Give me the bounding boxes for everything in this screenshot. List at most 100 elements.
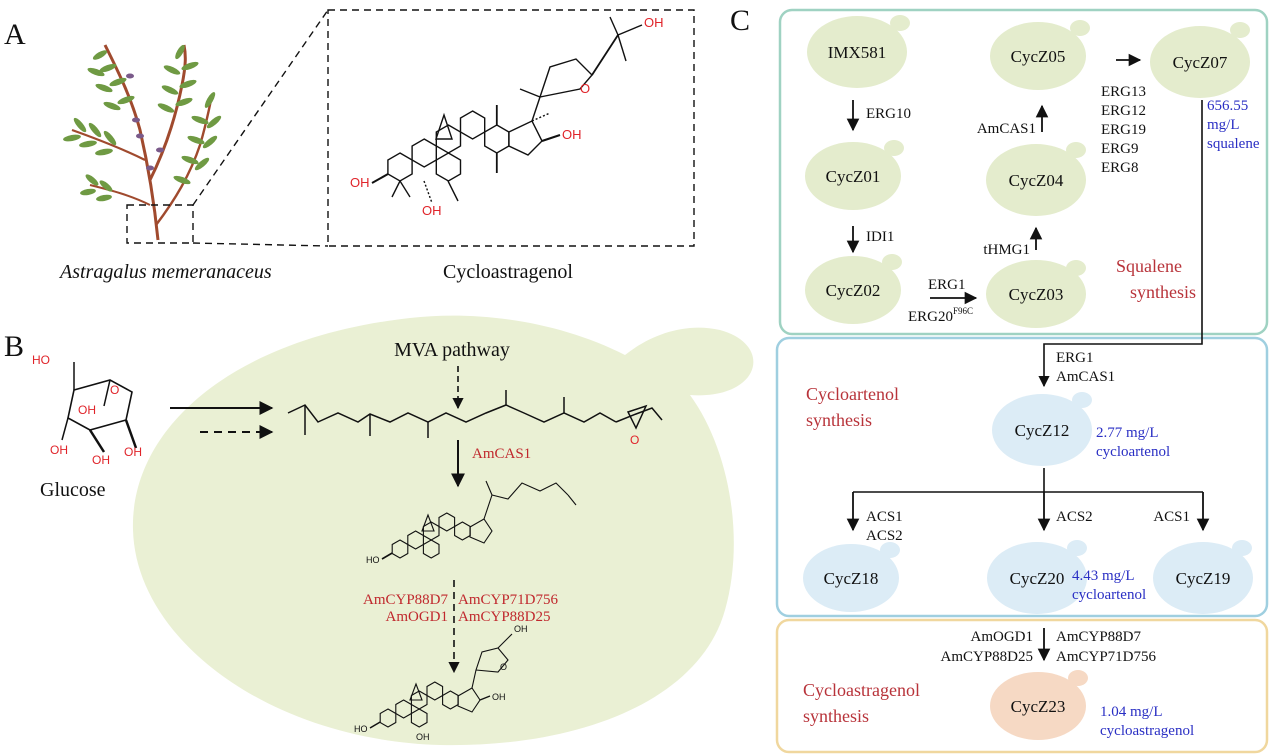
panel-a: A <box>4 9 695 283</box>
connector-z07-to-z12 <box>1038 100 1203 388</box>
strain-cycz03: CycZ03 <box>1009 285 1064 304</box>
strain-cycz01: CycZ01 <box>826 167 881 186</box>
gene-amcas1-upper: AmCAS1 <box>977 121 1036 137</box>
product-oh-label-16: OH <box>492 692 506 702</box>
gene-acs2-z18: ACS2 <box>866 528 903 544</box>
titer-z12-product: cycloartenol <box>1096 444 1170 460</box>
section-cycloastragenol-line1: Cycloastragenol <box>803 680 920 700</box>
gene-erg19: ERG19 <box>1101 122 1146 138</box>
glucose-ring-o-label: O <box>110 383 119 397</box>
strain-cycz02: CycZ02 <box>826 281 881 300</box>
titer-z20-product: cycloartenol <box>1072 587 1146 603</box>
cycloartenol-structure: HO <box>366 480 577 565</box>
section-squalene-line2: synthesis <box>1130 282 1196 302</box>
cell-cycz04: CycZ04 <box>986 142 1086 216</box>
strain-cycz19: CycZ19 <box>1176 569 1231 588</box>
panel-a-letter: A <box>4 18 26 51</box>
cell-cycz19: CycZ19 <box>1153 540 1253 614</box>
enzyme-right-1: AmCYP71D756 <box>458 592 559 608</box>
cell-cycz23: CycZ23 <box>990 670 1088 740</box>
enzyme-right-2: AmCYP88D25 <box>458 609 551 625</box>
glucose-oh-label-2: OH <box>50 443 68 457</box>
titer-z23-value: 1.04 mg/L <box>1100 704 1163 720</box>
strain-cycz23: CycZ23 <box>1011 697 1066 716</box>
gene-erg10: ERG10 <box>866 106 911 122</box>
cycloastragenol-section-box <box>775 618 1269 754</box>
titer-z12-value: 2.77 mg/L <box>1096 425 1159 441</box>
cell-cycz03: CycZ03 <box>986 260 1086 328</box>
strain-cycz12: CycZ12 <box>1015 421 1070 440</box>
gene-thmg1: tHMG1 <box>983 242 1030 258</box>
ring-oxygen-label: O <box>580 81 590 96</box>
strain-cycz04: CycZ04 <box>1009 171 1064 190</box>
oh-label-3: OH <box>350 175 370 190</box>
compound-name-label: Cycloastragenol <box>443 261 573 283</box>
gene-amogd1: AmOGD1 <box>971 629 1034 645</box>
panel-b-letter: B <box>4 330 24 363</box>
product-oh-label-6: OH <box>416 732 430 742</box>
amcas1-enzyme-label: AmCAS1 <box>472 446 531 462</box>
gene-erg9: ERG9 <box>1101 141 1139 157</box>
titer-z07-value: 656.55 <box>1207 98 1248 114</box>
gene-erg20: ERG20F96C <box>908 306 973 325</box>
section-cycloartenol-line2: synthesis <box>806 410 872 430</box>
cell-cycz07: CycZ07 <box>1150 22 1250 98</box>
glucose-oh-label-1: OH <box>78 403 96 417</box>
titer-z23-product: cycloastragenol <box>1100 723 1194 739</box>
product-ring-o-label: O <box>500 662 507 672</box>
product-oh-label-25: OH <box>514 624 528 634</box>
strain-cycz05: CycZ05 <box>1011 47 1066 66</box>
cycloartenol-section-box <box>775 336 1269 618</box>
panel-c: C IMX581 CycZ05 CycZ07 CycZ01 Cyc <box>730 4 1269 754</box>
gene-acs1-z18: ACS1 <box>866 509 903 525</box>
squalene-section-box <box>778 8 1269 336</box>
enzyme-left-2: AmOGD1 <box>386 609 449 625</box>
yeast-cell-background <box>132 315 754 746</box>
strain-cycz07: CycZ07 <box>1173 53 1228 72</box>
enzyme-left-1: AmCYP88D7 <box>363 592 449 608</box>
cell-cycz01: CycZ01 <box>805 140 904 210</box>
section-cycloastragenol-line2: synthesis <box>803 706 869 726</box>
gene-erg12: ERG12 <box>1101 103 1146 119</box>
titer-z07-product: squalene <box>1207 136 1260 152</box>
glucose-oh-label-4: OH <box>124 445 142 459</box>
strain-cycz18: CycZ18 <box>824 569 879 588</box>
cell-cycz02: CycZ02 <box>805 254 902 324</box>
cell-cycz05: CycZ05 <box>990 20 1090 90</box>
oh-label-16: OH <box>562 127 582 142</box>
cycloastragenol-product-structure: HO OH OH OH O <box>354 624 528 742</box>
titer-z07-unit: mg/L <box>1207 117 1240 133</box>
strain-imx581: IMX581 <box>828 43 887 62</box>
epoxide-o-label: O <box>630 433 639 447</box>
panel-c-letter: C <box>730 4 750 37</box>
glucose-label: Glucose <box>40 479 106 501</box>
panel-b: B HO OH OH OH OH O Glucose MVA pathway <box>4 315 754 746</box>
gene-amcas1-z12: AmCAS1 <box>1056 369 1115 385</box>
mva-pathway-label: MVA pathway <box>394 339 510 361</box>
gene-erg20-base: ERG20 <box>908 309 953 325</box>
cell-cycz18: CycZ18 <box>803 542 900 612</box>
cycloartenol-ho-label: HO <box>366 555 380 565</box>
glucose-oh-label-3: OH <box>92 453 110 467</box>
cell-cycz20: CycZ20 <box>987 540 1087 614</box>
titer-z20-value: 4.43 mg/L <box>1072 568 1135 584</box>
gene-erg8: ERG8 <box>1101 160 1139 176</box>
strain-cycz20: CycZ20 <box>1010 569 1065 588</box>
oh-label-25: OH <box>644 15 664 30</box>
glucose-ho-label: HO <box>32 353 50 367</box>
astragalus-plant-illustration <box>63 44 222 241</box>
gene-amcyp71d756: AmCYP71D756 <box>1056 649 1157 665</box>
gene-erg13: ERG13 <box>1101 84 1146 100</box>
oxidosqualene-structure: O <box>287 390 663 447</box>
gene-erg20-superscript: F96C <box>953 306 973 316</box>
cell-cycz12: CycZ12 <box>992 392 1092 466</box>
gene-amcyp88d25: AmCYP88D25 <box>940 649 1033 665</box>
root-zoom-box <box>126 204 194 244</box>
structure-zoom-box <box>327 9 695 247</box>
gene-erg1-z12: ERG1 <box>1056 350 1094 366</box>
section-squalene-line1: Squalene <box>1116 256 1182 276</box>
gene-amcyp88d7: AmCYP88D7 <box>1056 629 1142 645</box>
product-ho-label: HO <box>354 724 368 734</box>
cycloastragenol-structure: OH OH OH OH O <box>350 15 664 218</box>
